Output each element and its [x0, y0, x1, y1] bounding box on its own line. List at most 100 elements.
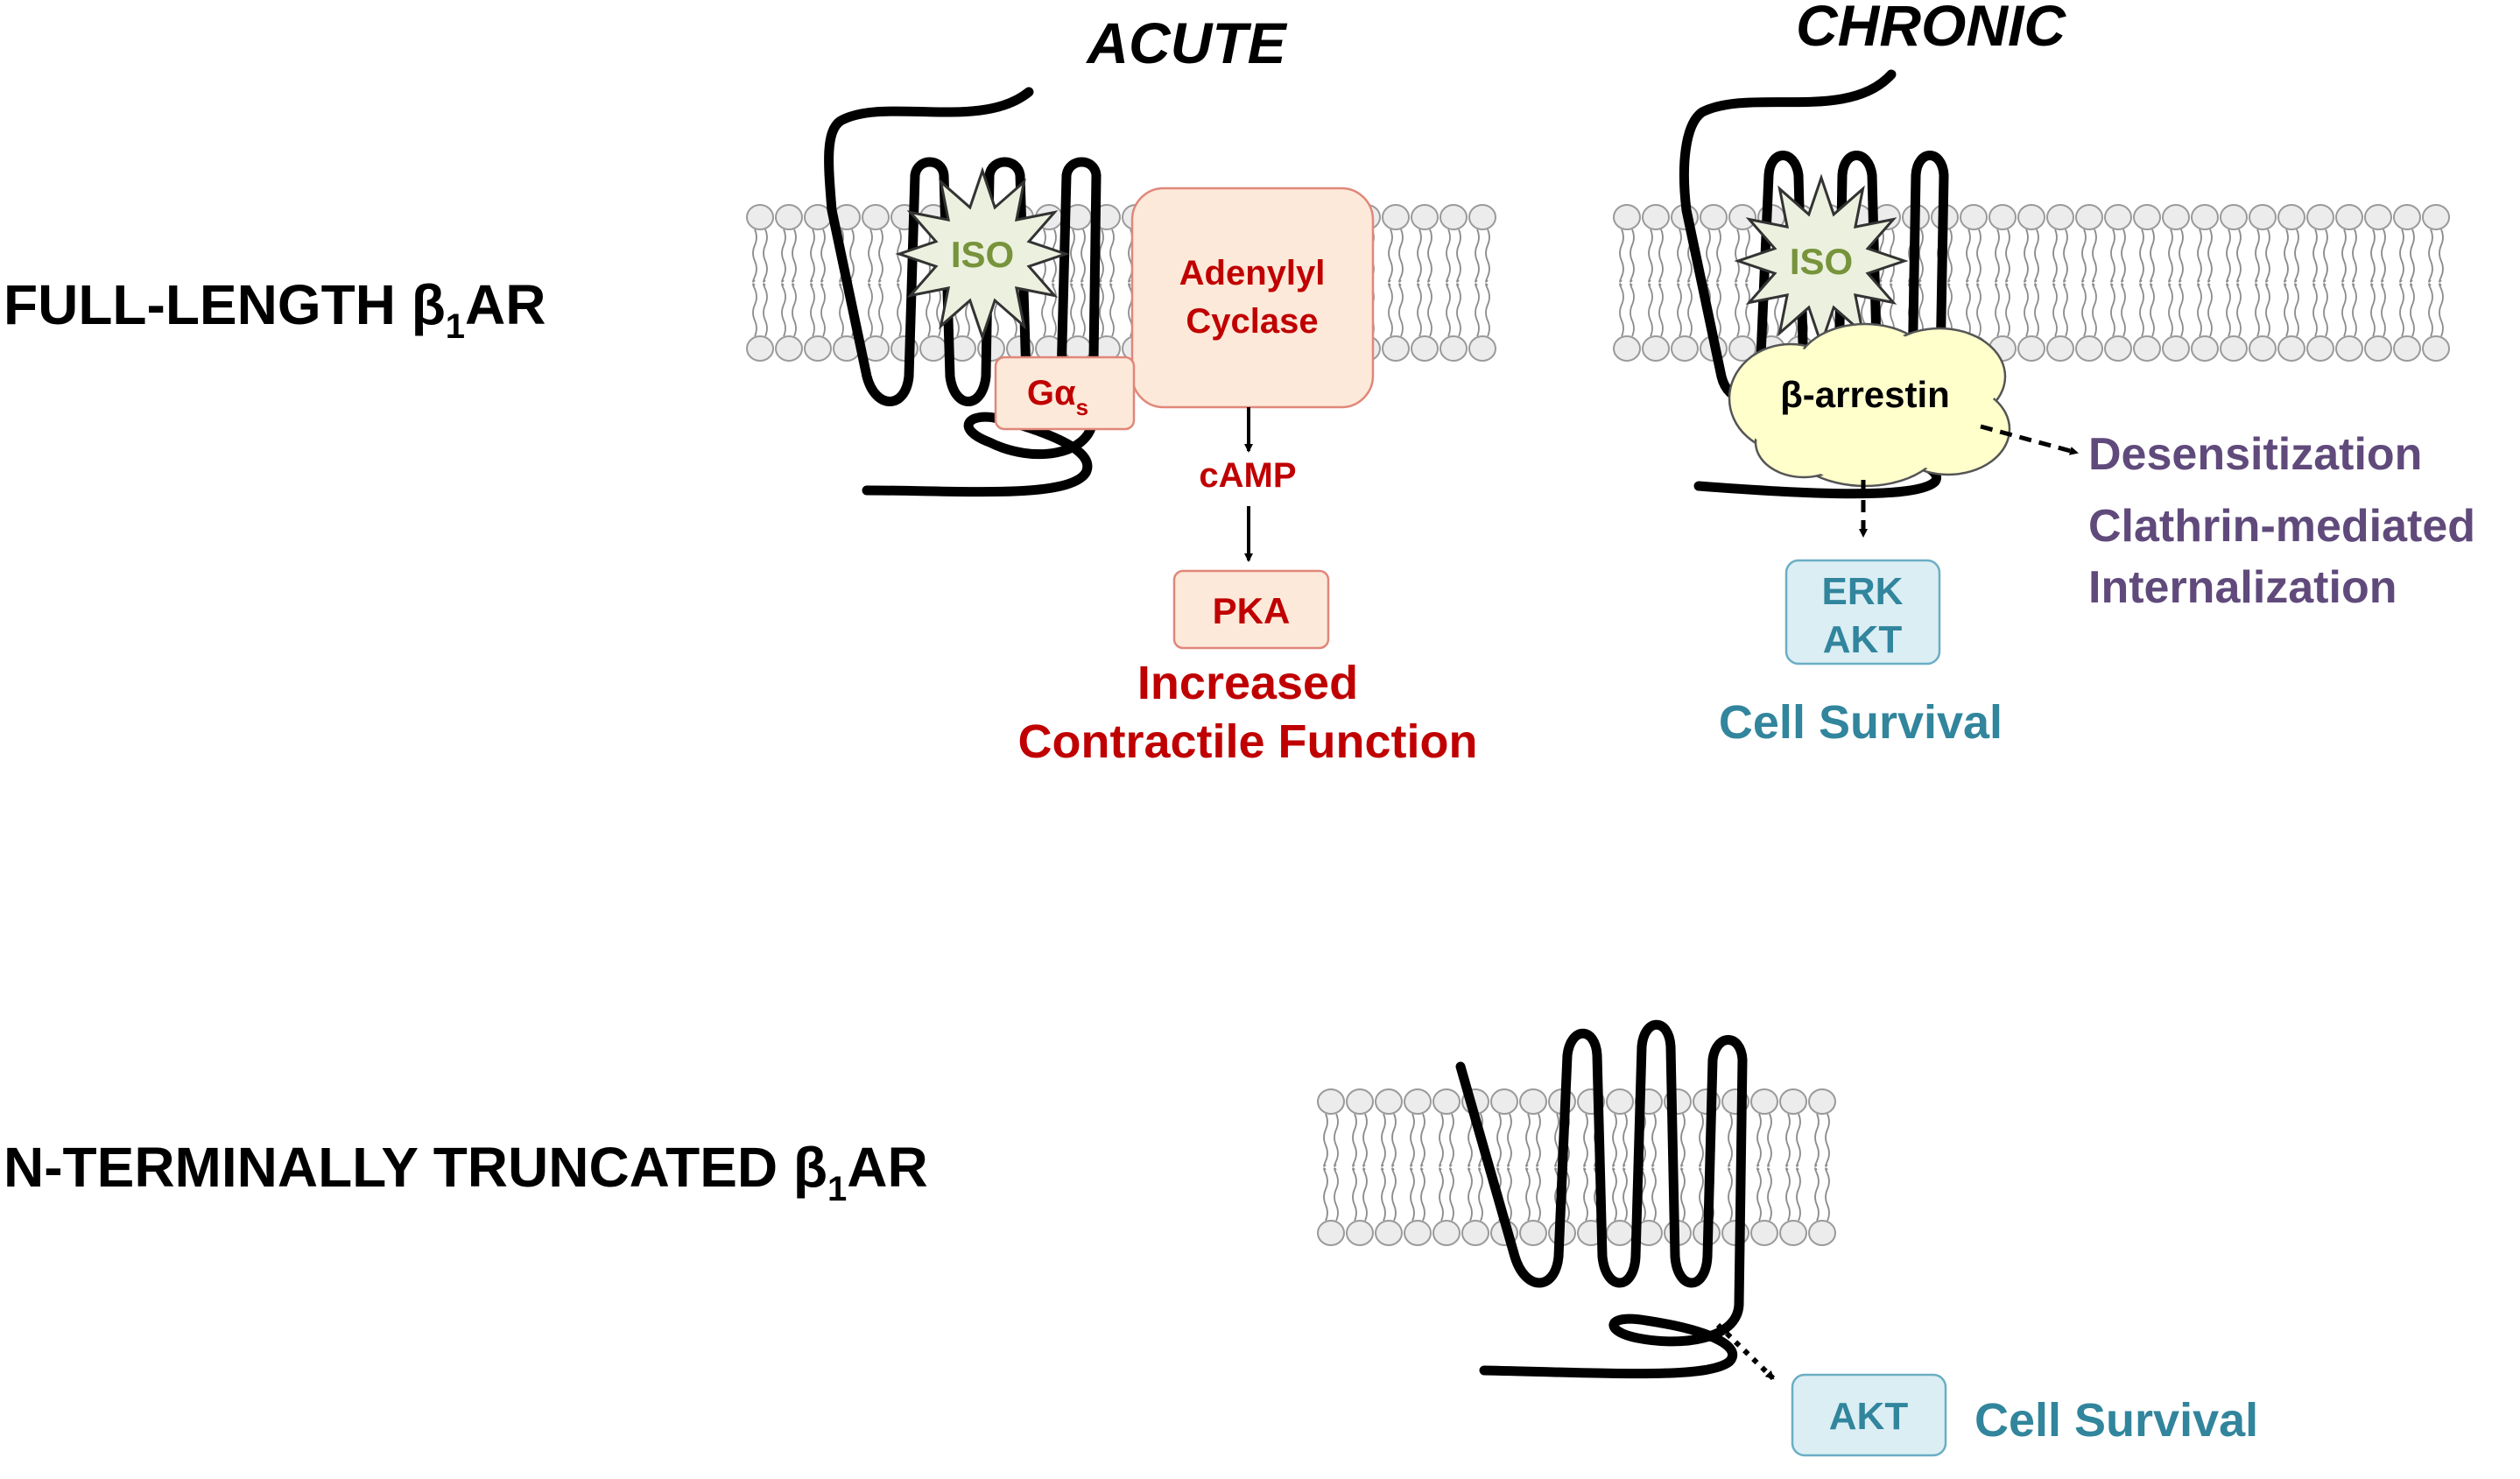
lipid-tail [1398, 229, 1404, 283]
lipid-tail [1699, 1167, 1704, 1222]
lipid-head [1411, 204, 1439, 230]
lipid-head [1382, 335, 1410, 362]
lipid-tail [2399, 283, 2404, 337]
lipid-tail [1525, 1167, 1531, 1222]
lipid-head [1613, 204, 1641, 230]
lipid-tail [2312, 229, 2318, 283]
lipid-tail [792, 229, 797, 283]
lipid-tail [1619, 283, 1624, 337]
lipid-tail [1767, 1167, 1772, 1222]
lipid-tail [1420, 1113, 1425, 1167]
lipid-tail [1583, 1113, 1588, 1167]
pka-box: PKA [1172, 569, 1330, 650]
lipid-tail [1976, 283, 1982, 337]
lipid-tail [1612, 1167, 1617, 1222]
lipid-tail [1677, 229, 1682, 283]
lipid-tail [1680, 1167, 1686, 1222]
lipid-head [2335, 335, 2363, 362]
lipid-tail [1099, 229, 1104, 283]
lipid-tail [1420, 1167, 1425, 1222]
lipid-tail [1410, 1167, 1415, 1222]
lipid-tail [1410, 1113, 1415, 1167]
lipid-head [1317, 1088, 1345, 1115]
lipid-tail [1507, 1113, 1512, 1167]
lipid-tail [2341, 229, 2347, 283]
lipid-tail [1427, 283, 1432, 337]
lipid-tail [2381, 283, 2386, 337]
lipid-head [2393, 335, 2421, 362]
lipid-tail [2063, 229, 2068, 283]
lipid-tail [1362, 1113, 1368, 1167]
lipid-tail [1583, 1167, 1588, 1222]
g-alpha-s-box: Gαs [994, 356, 1136, 431]
receptor-truncated [1455, 1019, 1748, 1379]
lipid-head [2249, 204, 2277, 230]
lipid-tail [1756, 1167, 1762, 1222]
lipid-tail [1651, 1113, 1657, 1167]
lipid-tail [820, 229, 826, 283]
lipid-head [2249, 335, 2277, 362]
lipid-tail [1427, 229, 1432, 283]
lipid-head [2133, 204, 2161, 230]
lipid-tail [2226, 283, 2231, 337]
lipid-tail [1485, 229, 1490, 283]
lipid-tail [2168, 283, 2173, 337]
lipid-tail [868, 283, 873, 337]
lipid-tail [2399, 229, 2404, 283]
lipid-head [1439, 204, 1468, 230]
lipid-tail [2323, 283, 2328, 337]
lipid-tail [2294, 283, 2299, 337]
lipid-tail [1785, 1113, 1791, 1167]
lipid-tail [1081, 283, 1086, 337]
acute-outcome-line1: Increased [1137, 657, 1358, 709]
lipid-tail [1785, 1167, 1791, 1222]
lipid-head [1382, 204, 1410, 230]
lipid-head [2306, 204, 2334, 230]
lipid-head [775, 335, 803, 362]
lipid-tail [1966, 229, 1971, 283]
lipid-tail [2381, 229, 2386, 283]
lipid-tail [810, 229, 815, 283]
lipid-head [1375, 1220, 1403, 1246]
lipid-tail [1439, 1167, 1444, 1222]
lipid-tail [2052, 283, 2058, 337]
lipid-tail [2370, 229, 2376, 283]
adenylyl-cyclase-box: Adenylyl Cyclase [1130, 187, 1375, 409]
lipid-tail [1468, 1167, 1473, 1222]
lipid-tail [2284, 229, 2289, 283]
lipid-tail [2052, 229, 2058, 283]
lipid-tail [1352, 1113, 1357, 1167]
lipid-head [1750, 1220, 1778, 1246]
starburst-icon [895, 166, 1070, 342]
lipid-tail [1623, 1113, 1628, 1167]
lipid-head [1808, 1220, 1836, 1246]
lipid-tail [2197, 283, 2202, 337]
lipid-tail [1699, 1113, 1704, 1167]
lipid-tail [1388, 283, 1393, 337]
lipid-tail [1381, 1113, 1386, 1167]
lipid-tail [1446, 229, 1451, 283]
lipid-tail [2063, 283, 2068, 337]
lipid-tail [878, 229, 883, 283]
desensitization-label: Desensitization [2088, 429, 2422, 480]
lipid-tail [2024, 229, 2029, 283]
lipid-tail [1485, 283, 1490, 337]
lipid-tail [1475, 229, 1480, 283]
lipid-tail [1890, 283, 1895, 337]
lipid-head [1960, 204, 1988, 230]
lipid-tail [2005, 229, 2010, 283]
lipid-tail [1658, 283, 1664, 337]
lipid-tail [2428, 283, 2433, 337]
lipid-tail [1630, 283, 1635, 337]
lipid-tail [1352, 1167, 1357, 1222]
lipid-tail [1536, 1167, 1541, 1222]
lipid-tail [1398, 283, 1404, 337]
lipid-head [775, 204, 803, 230]
lipid-tail [2284, 283, 2289, 337]
lipid-head [862, 204, 890, 230]
lipid-tail [2150, 229, 2155, 283]
lipid-tail [2439, 229, 2444, 283]
lipid-tail [1623, 1167, 1628, 1222]
lipid-tail [1767, 1113, 1772, 1167]
